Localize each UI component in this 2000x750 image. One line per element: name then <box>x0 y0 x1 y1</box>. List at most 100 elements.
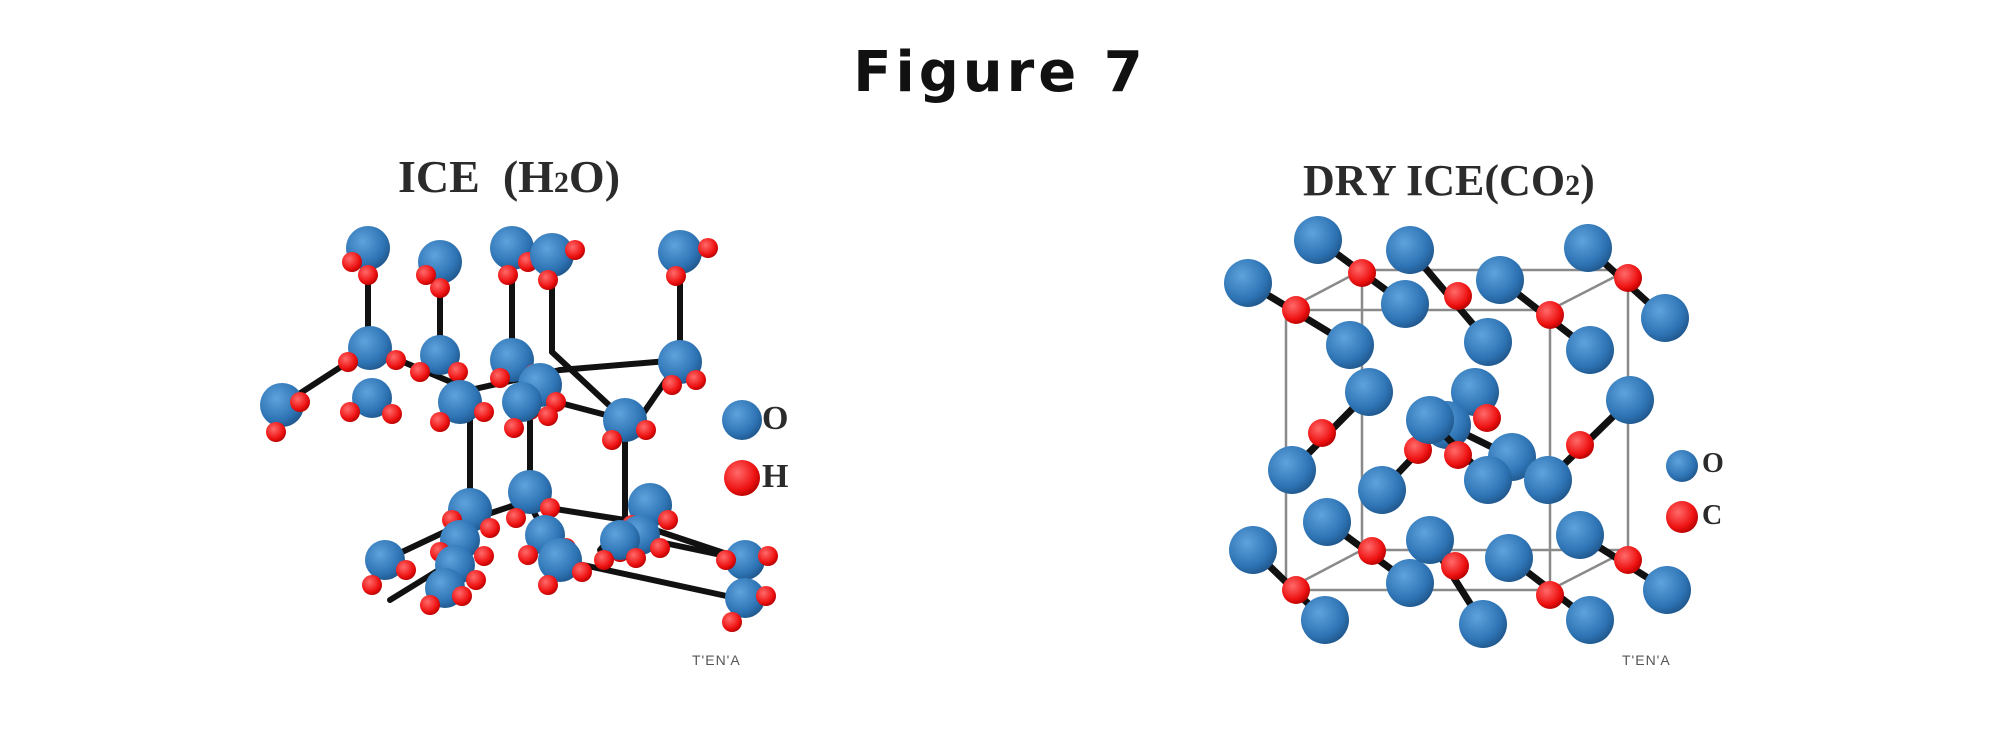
ice-oxygen-atom <box>420 335 460 375</box>
ice-hydrogen-atom <box>698 238 718 258</box>
ice-title-formula-b: O) <box>568 151 621 202</box>
ice-hydrogen-atom <box>474 546 494 566</box>
ice-title-formula-sub: 2 <box>553 166 569 199</box>
ice-legend-o-label: O <box>762 400 789 437</box>
dry-ice-oxygen-atom <box>1229 526 1277 574</box>
ice-hydrogen-atom <box>266 422 286 442</box>
ice-hydrogen-atom <box>538 406 558 426</box>
dry-ice-carbon-atom <box>1566 431 1594 459</box>
ice-hydrogen-atom <box>636 420 656 440</box>
dry-ice-oxygen-atom <box>1459 600 1507 648</box>
dry-ice-carbon-atom <box>1282 576 1310 604</box>
ice-hydrogen-atom <box>466 570 486 590</box>
ice-hydrogen-atom <box>480 518 500 538</box>
dry-ice-oxygen-atom <box>1301 596 1349 644</box>
ice-hydrogen-atom <box>474 402 494 422</box>
ice-oxygen-atom <box>530 233 574 277</box>
ice-hydrogen-atom <box>506 508 526 528</box>
ice-oxygen-atom <box>538 538 582 582</box>
ice-oxygen-atom <box>260 383 304 427</box>
dry-ice-oxygen-atom <box>1524 456 1572 504</box>
ice-hydrogen-atom <box>666 266 686 286</box>
dry-ice-oxygen-atom <box>1464 318 1512 366</box>
ice-oxygen-atom <box>658 230 702 274</box>
dry-ice-carbon-atom <box>1614 546 1642 574</box>
ice-hydrogen-atom <box>658 510 678 530</box>
ice-hydrogen-atom <box>382 404 402 424</box>
ice-oxygen-atom <box>502 382 542 422</box>
ice-hydrogen-atom <box>758 546 778 566</box>
dry-ice-oxygen-atom <box>1476 256 1524 304</box>
dry-ice-carbon-atom <box>1614 264 1642 292</box>
ice-title: ICE (H2O) <box>398 150 620 203</box>
dry-ice-carbon-atom <box>1473 404 1501 432</box>
dry-ice-oxygen-atom <box>1294 216 1342 264</box>
ice-oxygen-atom <box>508 470 552 514</box>
ice-hydrogen-atom <box>626 548 646 568</box>
dry-ice-oxygen-atom <box>1386 559 1434 607</box>
ice-hydrogen-atom <box>498 265 518 285</box>
ice-hydrogen-atom <box>290 392 310 412</box>
dry-ice-oxygen-atom <box>1268 446 1316 494</box>
dry-ice-oxygen-atom <box>1381 280 1429 328</box>
ice-bond <box>557 557 748 603</box>
ice-hydrogen-atom <box>362 575 382 595</box>
ice-hydrogen-atom <box>572 562 592 582</box>
ice-oxygen-atom <box>725 578 765 618</box>
ice-hydrogen-atom <box>602 430 622 450</box>
ice-hydrogen-atom <box>565 240 585 260</box>
ice-hydrogen-atom <box>538 270 558 290</box>
ice-oxygen-atom <box>348 326 392 370</box>
dry-ice-oxygen-atom <box>1566 326 1614 374</box>
dry-ice-oxygen-atom <box>1464 456 1512 504</box>
dry-ice-carbon-atom <box>1308 419 1336 447</box>
ice-hydrogen-atom <box>410 362 430 382</box>
ice-hydrogen-atom <box>594 550 614 570</box>
dry-ice-oxygen-atom <box>1485 534 1533 582</box>
dry-ice-oxygen-atom <box>1641 294 1689 342</box>
dry-ice-carbon-atom <box>1441 552 1469 580</box>
dry-ice-title-formula-sub: 2 <box>1565 169 1581 202</box>
dry-ice-title: DRY ICE(CO2) <box>1303 155 1595 206</box>
dry-ice-carbon-atom <box>1444 441 1472 469</box>
ice-hydrogen-atom <box>338 352 358 372</box>
dry-ice-title-formula-a: (CO <box>1484 156 1566 205</box>
dry-ice-legend-c-label: C <box>1702 500 1723 531</box>
dry-ice-oxygen-atom <box>1345 368 1393 416</box>
dry-ice-oxygen-atom <box>1556 511 1604 559</box>
ice-title-formula-a: (H <box>502 151 554 202</box>
ice-hydrogen-atom <box>518 545 538 565</box>
ice-oxygen-atom <box>725 540 765 580</box>
ice-hydrogen-atom <box>650 538 670 558</box>
dry-ice-carbon-atom <box>1348 259 1376 287</box>
ice-oxygen-atom <box>438 380 482 424</box>
ice-title-main: ICE <box>398 151 480 202</box>
dry-ice-oxygen-atom <box>1386 226 1434 274</box>
ice-hydrogen-atom <box>540 498 560 518</box>
ice-hydrogen-atom <box>490 368 510 388</box>
ice-oxygen-atom <box>352 378 392 418</box>
dry-ice-oxygen-atom <box>1303 498 1351 546</box>
dry-ice-title-main: DRY ICE <box>1303 156 1485 205</box>
dry-ice-credit: T'EN'A <box>1622 652 1671 668</box>
dry-ice-oxygen-atom <box>1224 259 1272 307</box>
ice-hydrogen-atom <box>662 375 682 395</box>
dry-ice-carbon-atom <box>1536 581 1564 609</box>
ice-hydrogen-atom <box>340 402 360 422</box>
ice-hydrogen-atom <box>756 586 776 606</box>
ice-hydrogen-atom <box>420 595 440 615</box>
ice-legend-h-label: H <box>762 458 789 495</box>
ice-hydrogen-atom <box>716 550 736 570</box>
dry-ice-carbon-atom <box>1444 282 1472 310</box>
ice-hydrogen-atom <box>386 350 406 370</box>
ice-credit: T'EN'A <box>692 652 741 668</box>
dry-ice-title-formula-b: ) <box>1580 156 1595 205</box>
ice-hydrogen-atom <box>396 560 416 580</box>
dry-ice-oxygen-atom <box>1606 376 1654 424</box>
ice-hydrogen-atom <box>538 575 558 595</box>
ice-oxygen-atom <box>365 540 405 580</box>
ice-hydrogen-atom <box>342 252 362 272</box>
dry-ice-oxygen-atom <box>1643 566 1691 614</box>
ice-hydrogen-atom <box>504 418 524 438</box>
